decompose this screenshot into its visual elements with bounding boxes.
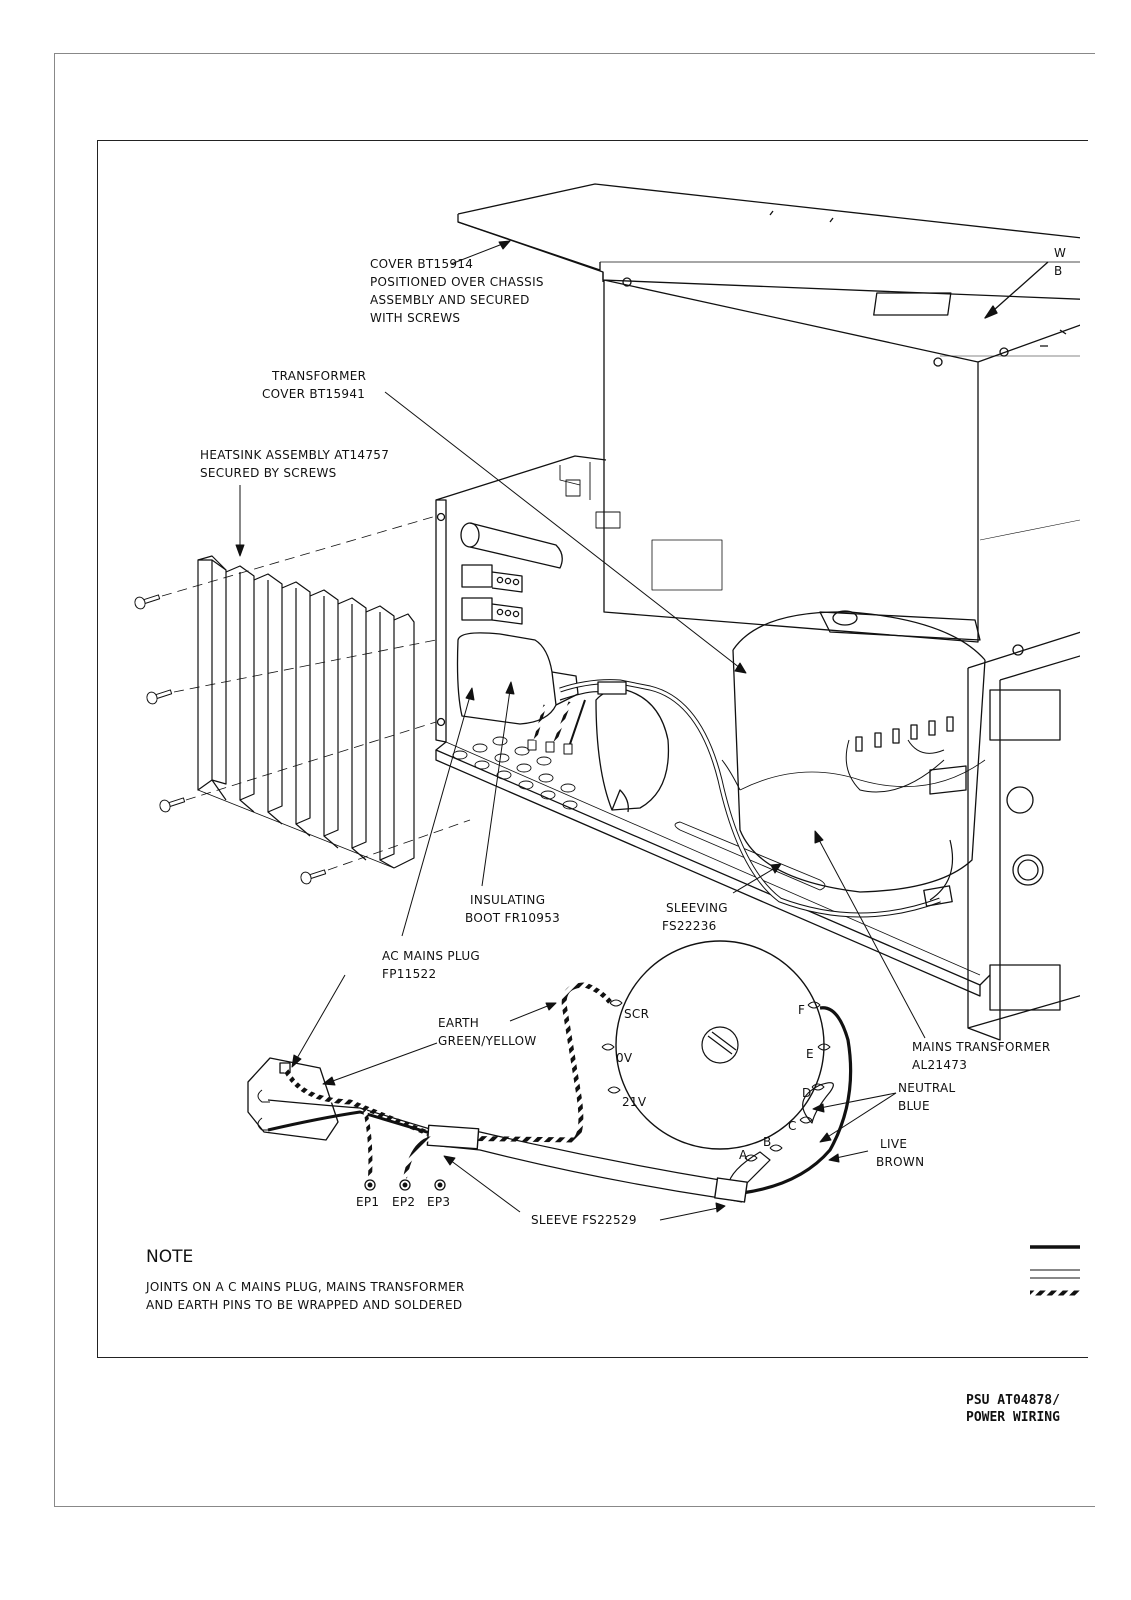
sleeving-label: SLEEVING FS22236: [662, 901, 728, 933]
transformer-cover: [732, 610, 986, 893]
svg-text:TRANSFORMER: TRANSFORMER: [271, 369, 366, 383]
neutral-label: NEUTRAL BLUE: [898, 1081, 956, 1113]
svg-text:HEATSINK ASSEMBLY AT14757: HEATSINK ASSEMBLY AT14757: [200, 448, 389, 462]
chassis-wiring: [533, 679, 954, 918]
note-line-2: AND EARTH PINS TO BE WRAPPED AND SOLDERE…: [146, 1298, 462, 1312]
svg-text:COVER BT15941: COVER BT15941: [262, 387, 365, 401]
external-wiring: [247, 982, 853, 1203]
svg-text:SECURED BY SCREWS: SECURED BY SCREWS: [200, 466, 337, 480]
note-block: NOTE JOINTS ON A C MAINS PLUG, MAINS TRA…: [145, 1247, 465, 1312]
ac-mains-plug-label: AC MAINS PLUG FP11522: [382, 949, 480, 981]
top-cover: [457, 183, 1080, 643]
leader-lines: [235, 240, 926, 1221]
svg-text:EP2: EP2: [392, 1195, 415, 1209]
svg-text:GREEN/YELLOW: GREEN/YELLOW: [438, 1034, 537, 1048]
note-line-1: JOINTS ON A C MAINS PLUG, MAINS TRANSFOR…: [145, 1280, 465, 1294]
svg-text:WITH SCREWS: WITH SCREWS: [370, 311, 460, 325]
toroidal-transformer: [601, 940, 831, 1162]
svg-text:FP11522: FP11522: [382, 967, 436, 981]
mains-transformer-label: MAINS TRANSFORMER AL21473: [912, 1040, 1051, 1072]
svg-text:SLEEVING: SLEEVING: [666, 901, 728, 915]
cover-right-label: W B: [1054, 246, 1066, 278]
sleeve-label: SLEEVE FS22529: [531, 1213, 637, 1227]
svg-text:BLUE: BLUE: [898, 1099, 930, 1113]
earth-pin-labels: EP1 EP2 EP3: [356, 1195, 450, 1209]
live-label: LIVE BROWN: [876, 1137, 924, 1169]
heatsink: [197, 555, 415, 869]
chassis: [435, 455, 991, 997]
svg-text:MAINS TRANSFORMER: MAINS TRANSFORMER: [912, 1040, 1051, 1054]
svg-text:NEUTRAL: NEUTRAL: [898, 1081, 956, 1095]
terminal-f: F: [798, 1003, 805, 1017]
front-panel: [855, 631, 1080, 1041]
terminal-21v: 21V: [622, 1095, 647, 1109]
svg-text:B: B: [1054, 264, 1063, 278]
wire-legend: [1030, 1245, 1080, 1296]
terminal-c: C: [788, 1119, 797, 1133]
terminal-0v: 0V: [616, 1051, 633, 1065]
footer-line-2: POWER WIRING: [966, 1410, 1060, 1425]
svg-text:ASSEMBLY AND SECURED: ASSEMBLY AND SECURED: [370, 293, 530, 307]
svg-text:AC MAINS PLUG: AC MAINS PLUG: [382, 949, 480, 963]
insulating-boot-label: INSULATING BOOT FR10953: [465, 893, 560, 925]
drawing-title-block: PSU AT04878/ POWER WIRING: [966, 1392, 1060, 1426]
svg-text:W: W: [1054, 246, 1066, 260]
terminal-labels: SCR 0V 21V F E D C B A: [616, 1003, 814, 1162]
terminal-scr: SCR: [624, 1007, 649, 1021]
svg-text:INSULATING: INSULATING: [470, 893, 545, 907]
cover-label: COVER BT15914 POSITIONED OVER CHASSIS AS…: [370, 257, 544, 325]
terminal-d: D: [802, 1086, 812, 1100]
svg-text:EARTH: EARTH: [438, 1016, 479, 1030]
svg-text:BROWN: BROWN: [876, 1155, 924, 1169]
footer-line-1: PSU AT04878/: [966, 1393, 1060, 1408]
terminal-a: A: [739, 1148, 748, 1162]
svg-text:BOOT FR10953: BOOT FR10953: [465, 911, 560, 925]
earth-label: EARTH GREEN/YELLOW: [438, 1016, 537, 1048]
svg-text:POSITIONED OVER CHASSIS: POSITIONED OVER CHASSIS: [370, 275, 544, 289]
screws: [134, 594, 327, 885]
heatsink-label: HEATSINK ASSEMBLY AT14757 SECURED BY SCR…: [200, 448, 389, 480]
svg-text:EP3: EP3: [427, 1195, 450, 1209]
drawing-frame: [97, 140, 1088, 1358]
svg-text:EP1: EP1: [356, 1195, 379, 1209]
terminal-b: B: [763, 1135, 772, 1149]
svg-text:COVER BT15914: COVER BT15914: [370, 257, 473, 271]
svg-text:LIVE: LIVE: [880, 1137, 907, 1151]
terminal-e: E: [806, 1047, 814, 1061]
svg-text:FS22236: FS22236: [662, 919, 717, 933]
svg-text:AL21473: AL21473: [912, 1058, 967, 1072]
transformer-cover-label: TRANSFORMER COVER BT15941: [262, 369, 366, 401]
note-title: NOTE: [146, 1247, 193, 1267]
fixing-lines: [161, 515, 471, 871]
page-border: [54, 53, 1095, 1507]
